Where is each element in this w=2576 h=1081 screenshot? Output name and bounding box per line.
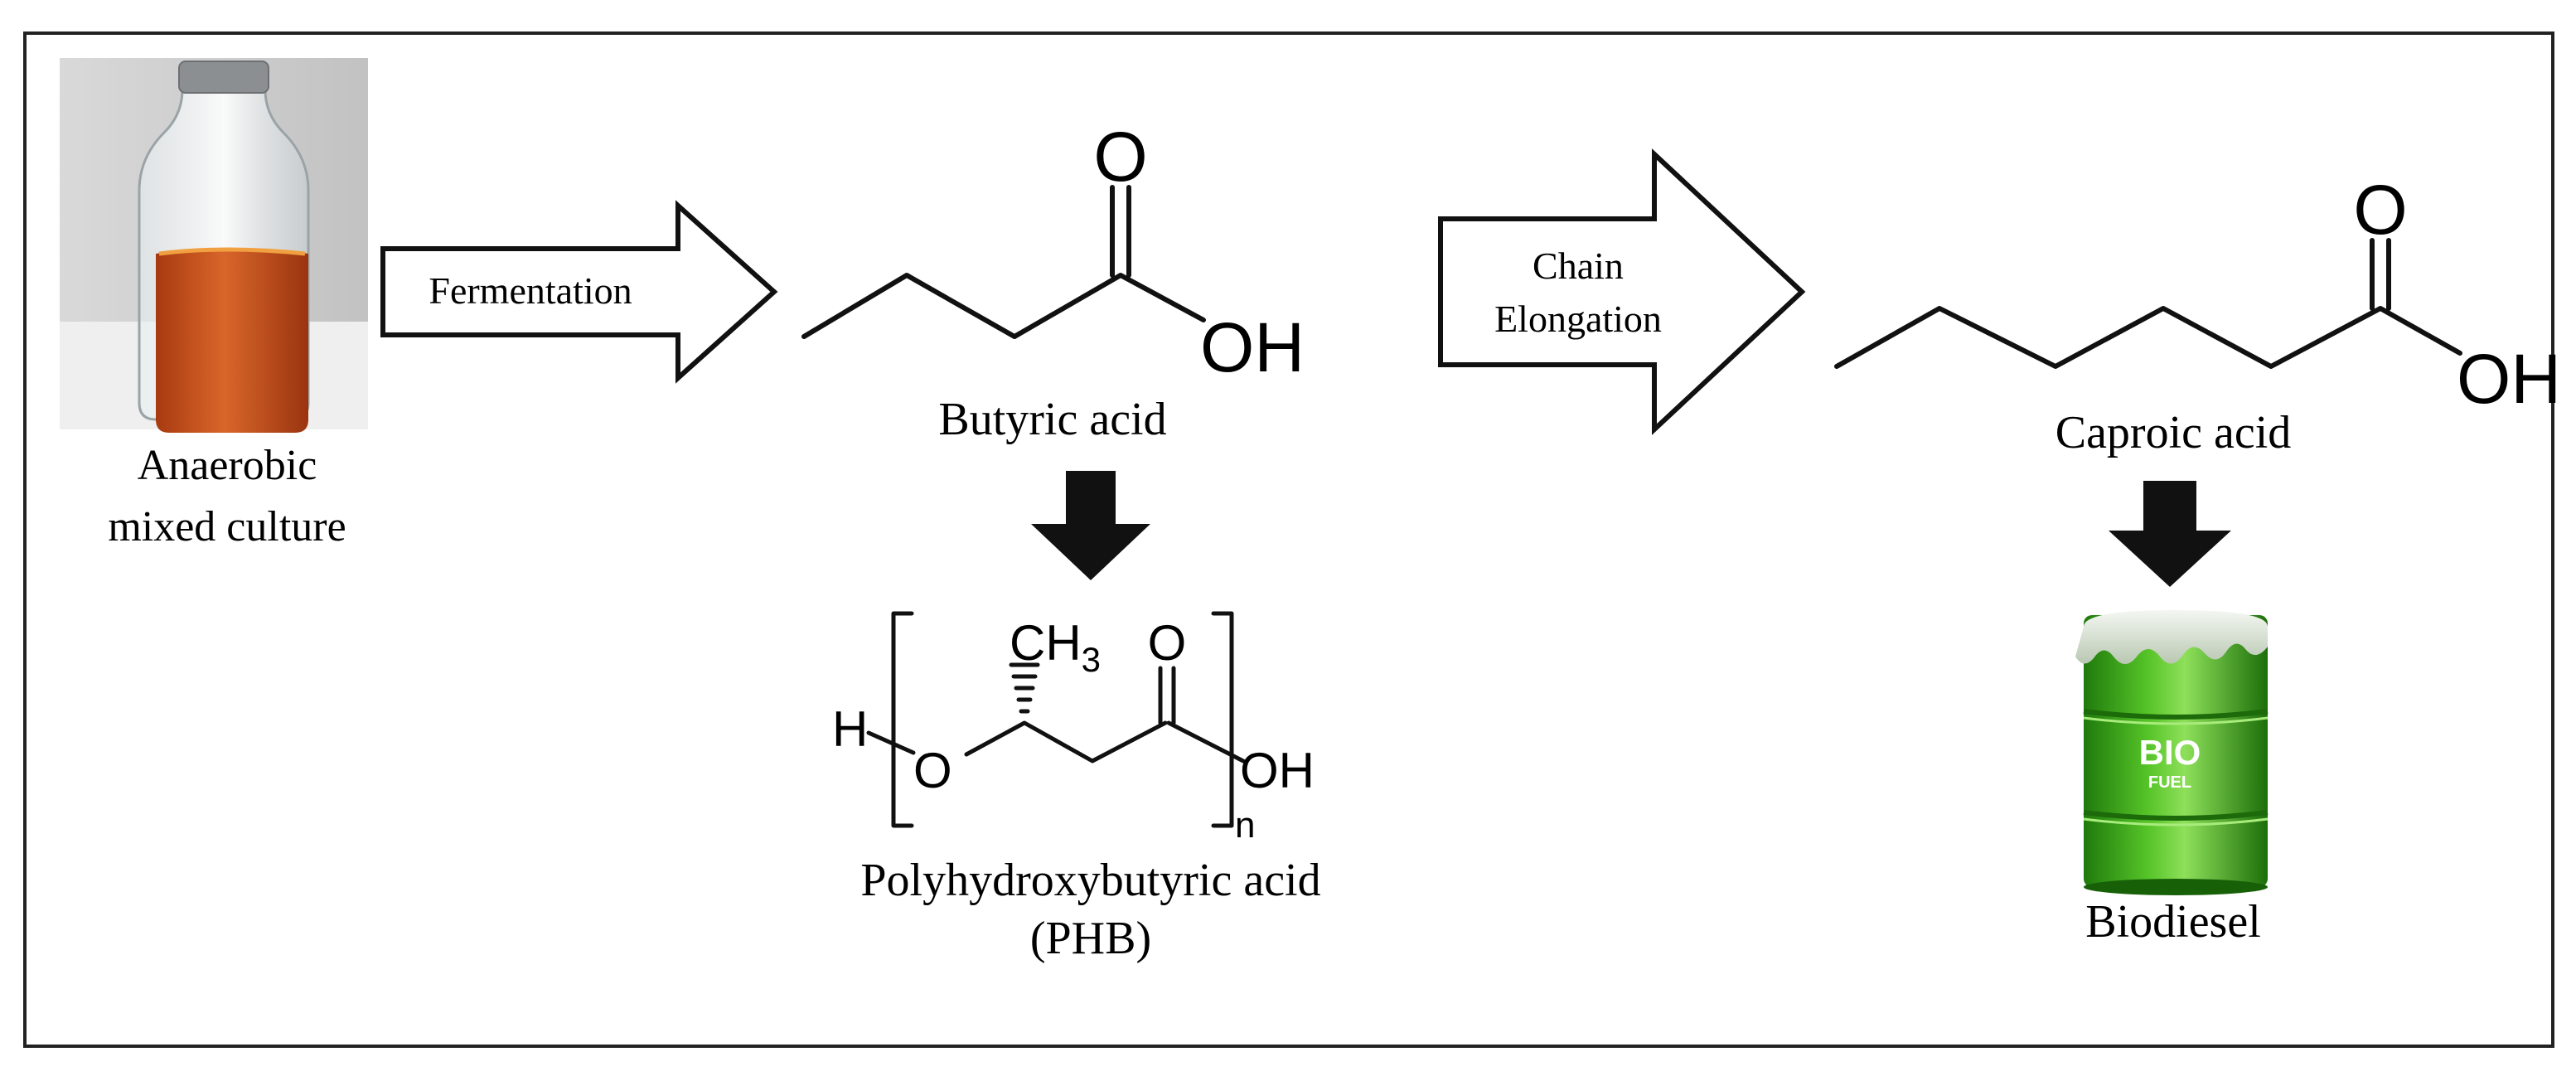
phb-atom-h: H (832, 701, 868, 757)
biofuel-barrel-icon (2075, 610, 2269, 895)
chain-elongation-label-line1: Chain (1533, 245, 1624, 287)
phb-hashed-wedge (1009, 662, 1040, 714)
fermentation-label: Fermentation (429, 269, 632, 312)
phb-atom-o-ring: O (913, 743, 952, 798)
phb-label-line2: (PHB) (1030, 913, 1151, 964)
fermentation-arrow (380, 200, 778, 384)
phb-ch3-base: CH (1010, 615, 1082, 671)
phb-repeat-n: n (1235, 805, 1255, 846)
phb-atom-carbonyl-o: O (1148, 615, 1187, 671)
caproic-atom-o: O (2353, 171, 2407, 249)
butyric-acid-label: Butyric acid (938, 394, 1166, 445)
butyric-acid-structure (801, 185, 1206, 339)
biodiesel-label: Biodiesel (2085, 896, 2261, 948)
butyric-atom-o: O (1093, 118, 1147, 196)
chain-elongation-label-line2: Elongation (1494, 298, 1662, 340)
source-label-line1: Anaerobic (138, 442, 317, 489)
butyric-atom-oh: OH (1200, 308, 1305, 386)
phb-atom-ch3: CH3 (1010, 615, 1101, 679)
caproic-atom-oh: OH (2457, 340, 2561, 418)
down-arrow-phb (1031, 471, 1150, 580)
phb-label-line1: Polyhydroxybutyric acid (860, 855, 1320, 906)
phb-ch3-subscript: 3 (1082, 640, 1101, 679)
down-arrow-biodiesel (2109, 481, 2231, 587)
caproic-acid-label: Caproic acid (2055, 407, 2292, 458)
chain-elongation-arrow (1438, 148, 1806, 435)
caproic-acid-structure (1834, 238, 2462, 369)
phb-atom-oh: OH (1240, 743, 1315, 798)
barrel-text-fuel: FUEL (2148, 773, 2191, 792)
barrel-text-bio: BIO (2139, 733, 2201, 772)
phb-structure (866, 611, 1246, 828)
culture-bottle-image (60, 58, 368, 433)
source-label-line2: mixed culture (108, 503, 346, 550)
